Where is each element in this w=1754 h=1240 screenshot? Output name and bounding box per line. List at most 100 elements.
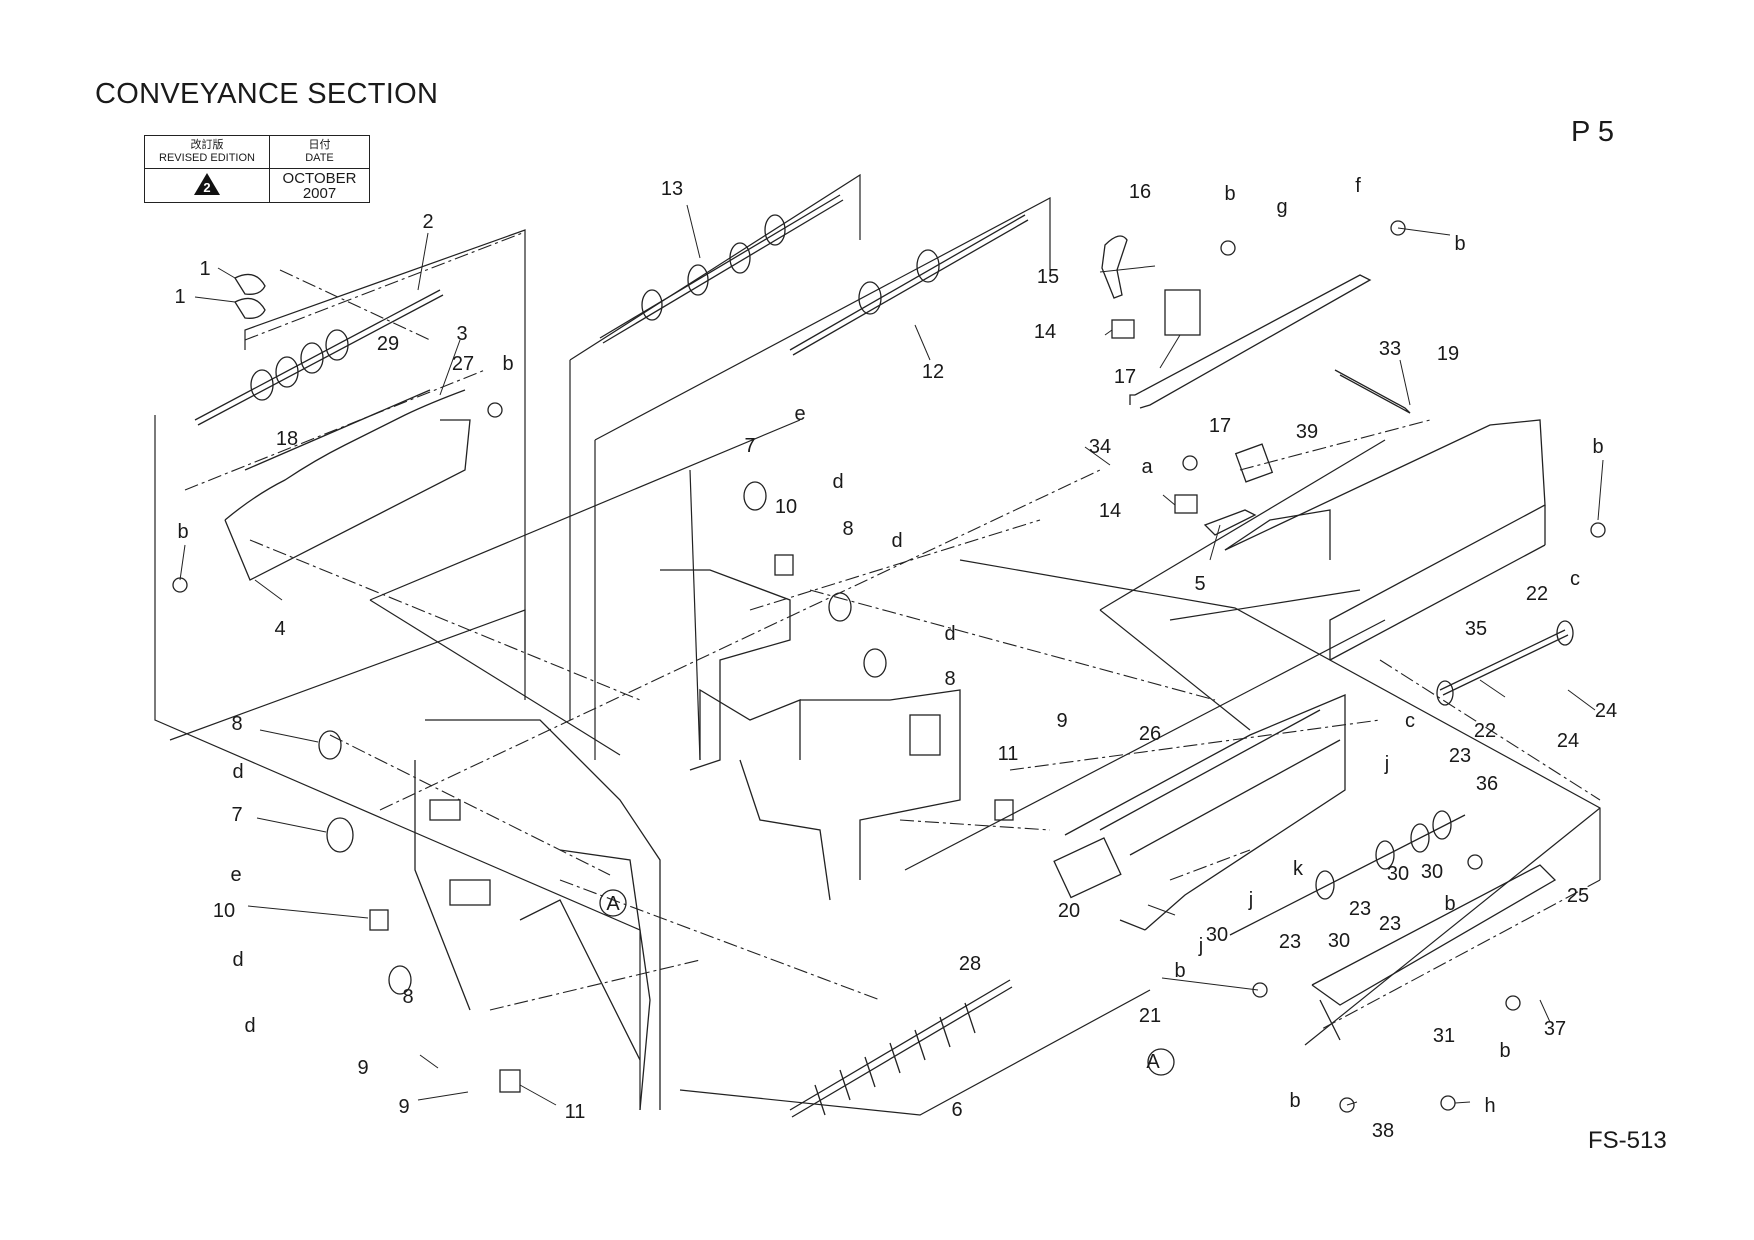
callout-label: 23 (1379, 913, 1401, 935)
callout-label: b (502, 353, 513, 375)
shaft-6 (789, 979, 1013, 1118)
reference-a-circle-1 (599, 889, 627, 917)
callout-label: 17 (1114, 366, 1136, 388)
lever-5 (1203, 509, 1257, 536)
callout-label: d (232, 949, 243, 971)
callout-label: 7 (744, 435, 755, 457)
callout-label: d (832, 471, 843, 493)
callout-label: f (1355, 175, 1361, 197)
callout-label: 25 (1567, 885, 1589, 907)
date-jp: 日付 (308, 139, 331, 151)
callout-label: 11 (998, 743, 1019, 765)
edition-mark: 2 (203, 180, 210, 195)
callout-label: 14 (1099, 500, 1121, 522)
callout-label: 5 (1194, 573, 1205, 595)
callout-label: 8 (231, 713, 242, 735)
callout-label: b (1224, 183, 1235, 205)
callout-label: k (1293, 858, 1304, 880)
callout-label: j (1248, 889, 1253, 911)
callout-label: 21 (1139, 1005, 1161, 1027)
callout-label: b (1174, 960, 1185, 982)
callout-label: 7 (231, 804, 242, 826)
callout-label: 22 (1526, 583, 1548, 605)
callout-label: b (1289, 1090, 1300, 1112)
callout-label: 1 (174, 286, 185, 308)
dash-dot-lines (184, 231, 1601, 1031)
callout-label: 38 (1372, 1120, 1394, 1142)
callout-label: 23 (1279, 931, 1301, 953)
callout-label: a (1141, 456, 1153, 478)
callout-label: A (606, 893, 620, 915)
callout-label: 18 (276, 428, 298, 450)
callout-label: d (944, 623, 955, 645)
screws (172, 220, 1606, 1113)
callout-label: 29 (377, 333, 399, 355)
sensor-17b (1234, 443, 1274, 483)
callout-label: b (177, 521, 188, 543)
leader-lines (179, 204, 1604, 1106)
callout-label: h (1484, 1095, 1495, 1117)
callout-label: d (244, 1015, 255, 1037)
callout-label: c (1570, 568, 1580, 590)
plate-31 (1311, 864, 1557, 1041)
callout-label: 26 (1139, 723, 1161, 745)
central-frame (559, 569, 961, 1111)
callout-label: b (1444, 893, 1455, 915)
callout-label: 19 (1437, 343, 1459, 365)
shaft-35 (1436, 620, 1574, 706)
guide-26 (1053, 694, 1346, 931)
callout-label: b (1592, 436, 1603, 458)
callout-label: 17 (1209, 415, 1231, 437)
revision-box: 改訂版 REVISED EDITION 日付 DATE 2 OCTOBER 20… (144, 135, 370, 203)
callout-label: 8 (402, 986, 413, 1008)
cover-19 (1224, 419, 1546, 661)
callout-label: 8 (944, 668, 955, 690)
lever-15 (1101, 235, 1128, 299)
callout-label: c (1405, 710, 1415, 732)
bar-33 (1334, 369, 1411, 414)
revised-edition-label: REVISED EDITION (159, 152, 255, 164)
callout-label: b (1499, 1040, 1510, 1062)
page-title: CONVEYANCE SECTION (95, 78, 439, 110)
callout-label: e (794, 403, 805, 425)
model-number: FS-513 (1588, 1127, 1667, 1154)
callout-label: d (232, 761, 243, 783)
callout-label: 24 (1595, 700, 1617, 722)
date-label: DATE (305, 152, 334, 164)
callout-label: b (1454, 233, 1465, 255)
guide-plate-4 (224, 389, 471, 581)
revision-triangle-icon: 2 (194, 172, 220, 195)
callout-label: d (891, 530, 902, 552)
rollers-center (743, 481, 1014, 821)
sensor-17a (1164, 289, 1201, 336)
callout-label: 23 (1449, 745, 1471, 767)
bushing-1a (234, 273, 266, 295)
callout-label: 9 (398, 1096, 409, 1118)
callout-label: j (1384, 753, 1389, 775)
callout-label: 30 (1387, 863, 1409, 885)
callout-label: 4 (274, 618, 285, 640)
callout-label: e (230, 864, 241, 886)
reference-a-circle-2 (1147, 1048, 1175, 1076)
callout-label: j (1198, 935, 1203, 957)
callout-label: 20 (1058, 900, 1080, 922)
callout-label: 8 (842, 518, 853, 540)
callout-label: 9 (357, 1057, 368, 1079)
callout-label: 30 (1421, 861, 1443, 883)
callout-label: 1 (199, 258, 210, 280)
callout-label: 2 (422, 211, 433, 233)
assembly-boundaries (154, 173, 1601, 1116)
revised-edition-jp: 改訂版 (190, 139, 224, 151)
callout-label: 30 (1206, 924, 1228, 946)
callout-label: 15 (1037, 266, 1059, 288)
callout-label: 28 (959, 953, 981, 975)
callout-label: 24 (1557, 730, 1579, 752)
callout-label: 39 (1296, 421, 1318, 443)
callout-label: 9 (1056, 710, 1067, 732)
shaft-2 (194, 289, 444, 426)
callout-label: 34 (1089, 436, 1111, 458)
shaft-36 (1229, 810, 1466, 936)
callout-label: 37 (1544, 1018, 1566, 1040)
callout-label: 13 (661, 178, 683, 200)
